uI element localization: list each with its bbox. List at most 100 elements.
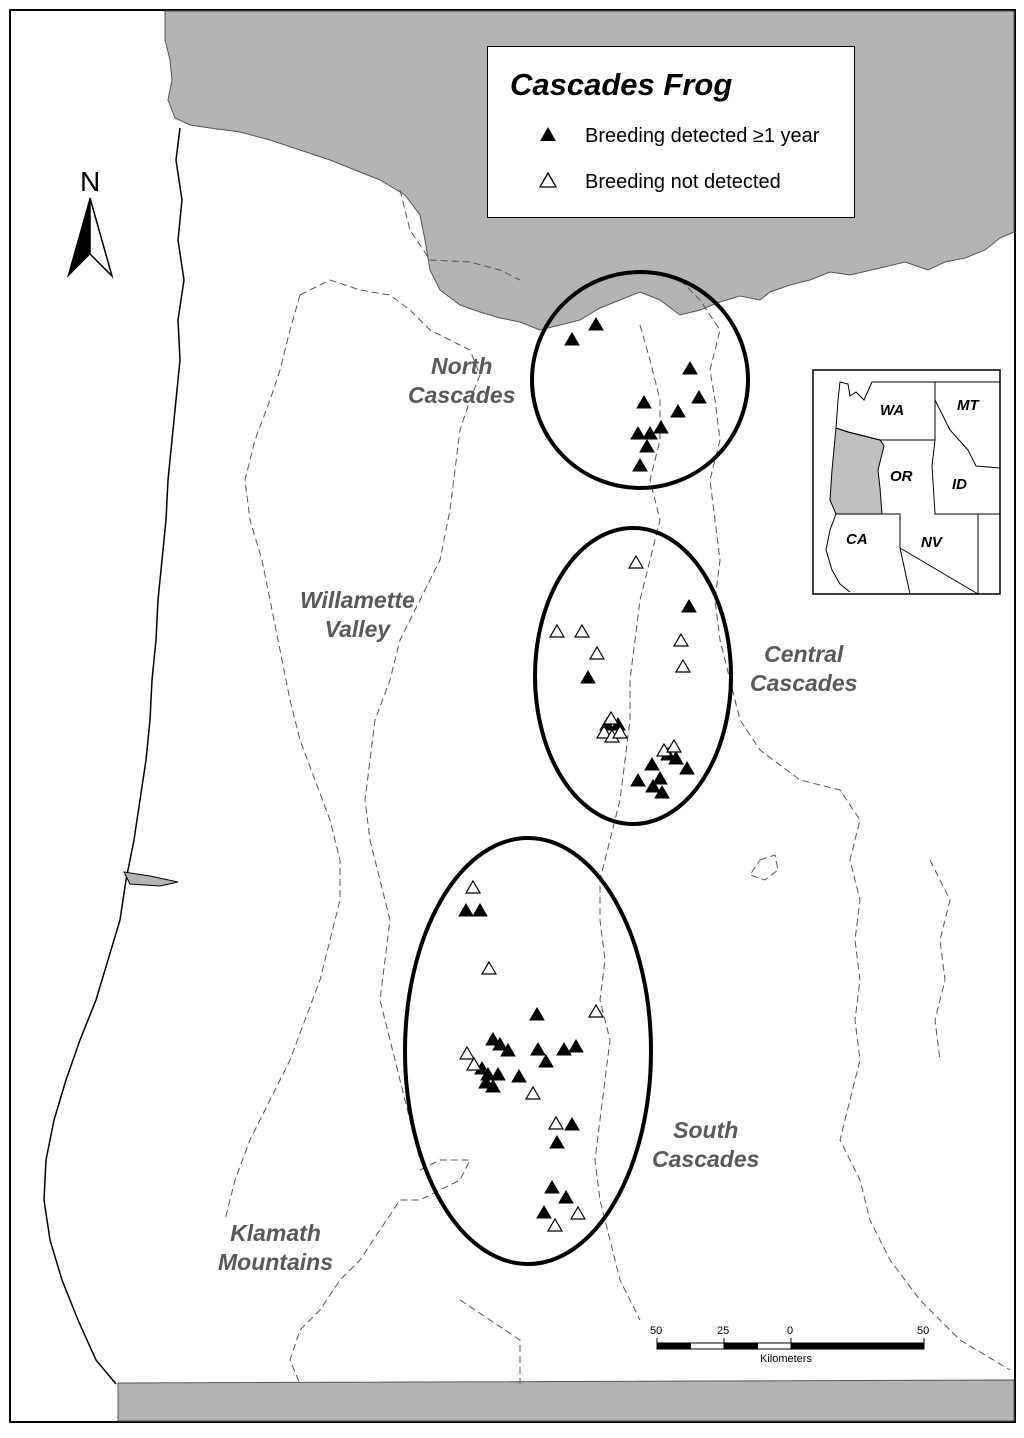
site-detected xyxy=(558,1190,574,1204)
inset-state-label: ID xyxy=(952,476,967,493)
central-cascades-ellipse xyxy=(533,526,733,826)
site-detected xyxy=(511,1069,527,1083)
site-not-detected xyxy=(458,1045,476,1060)
region-line: Cascades xyxy=(652,1146,760,1172)
site-detected xyxy=(653,420,669,434)
site-detected xyxy=(536,1205,552,1219)
region-line: South xyxy=(673,1117,739,1143)
site-detected xyxy=(485,1079,501,1093)
site-detected xyxy=(500,1043,516,1057)
site-not-detected xyxy=(480,960,498,975)
region-label-klamath-mountains: Klamath Mountains xyxy=(218,1219,333,1277)
site-detected xyxy=(632,458,648,472)
region-line: Mountains xyxy=(218,1249,333,1275)
open-triangle-icon xyxy=(538,171,558,188)
not-detected-sites xyxy=(458,554,692,1232)
legend-row-detected: Breeding detected ≥1 year xyxy=(528,125,819,149)
north-cascades-ellipse xyxy=(530,270,750,490)
ecoregion-boundaries xyxy=(224,189,1011,1385)
site-detected xyxy=(654,785,670,799)
site-not-detected xyxy=(573,623,591,638)
site-not-detected xyxy=(595,724,613,739)
inset-state-label: WA xyxy=(880,402,905,419)
site-not-detected xyxy=(602,710,620,725)
scale-unit-label: Kilometers xyxy=(760,1353,812,1365)
site-detected xyxy=(568,1039,584,1053)
site-not-detected xyxy=(611,724,629,739)
site-detected xyxy=(691,390,707,404)
site-detected xyxy=(564,332,580,346)
site-detected xyxy=(682,361,698,375)
site-detected xyxy=(458,903,474,917)
site-detected xyxy=(670,404,686,418)
site-detected xyxy=(645,779,661,793)
site-not-detected xyxy=(547,1115,565,1130)
site-detected xyxy=(530,1042,546,1056)
inset-state-label: MT xyxy=(957,397,979,414)
site-detected xyxy=(556,1042,572,1056)
region-label-willamette-valley: Willamette Valley xyxy=(300,586,415,644)
region-line: Willamette xyxy=(300,587,415,613)
inset-state-label: NV xyxy=(921,534,942,551)
site-detected xyxy=(549,1135,565,1149)
site-not-detected xyxy=(588,645,606,660)
site-detected xyxy=(642,426,658,440)
site-detected xyxy=(529,1007,545,1021)
site-detected xyxy=(639,439,655,453)
region-line: Klamath xyxy=(230,1220,321,1246)
site-detected xyxy=(492,1037,508,1051)
site-detected xyxy=(636,395,652,409)
site-detected xyxy=(478,1075,494,1089)
inset-state-label: CA xyxy=(846,531,868,548)
site-not-detected xyxy=(548,623,566,638)
region-line: Central xyxy=(764,641,844,667)
site-not-detected xyxy=(665,738,683,753)
oregon-coastline xyxy=(43,127,185,1385)
site-not-detected xyxy=(465,1056,483,1071)
region-label-north-cascades: North Cascades xyxy=(408,352,515,410)
scale-tick-label: 50 xyxy=(917,1325,930,1337)
site-detected xyxy=(630,426,646,440)
site-not-detected xyxy=(672,632,690,647)
legend-title: Cascades Frog xyxy=(510,67,733,102)
scale-tick-label: 50 xyxy=(650,1325,663,1337)
site-not-detected xyxy=(587,1003,605,1018)
region-label-south-cascades: South Cascades xyxy=(652,1116,759,1174)
coos-bay xyxy=(123,871,179,887)
site-detected xyxy=(681,599,697,613)
legend-not-detected-label: Breeding not detected xyxy=(585,171,781,193)
region-label-central-cascades: Central Cascades xyxy=(750,640,857,698)
scale-tick-label: 25 xyxy=(717,1325,730,1337)
region-line: Cascades xyxy=(750,670,858,696)
site-detected xyxy=(668,751,684,765)
filled-triangle-icon xyxy=(540,127,556,141)
site-not-detected xyxy=(546,1217,564,1232)
south-cascades-ellipse xyxy=(403,836,653,1266)
site-not-detected xyxy=(674,658,692,673)
site-not-detected xyxy=(524,1085,542,1100)
scale-bar xyxy=(656,1338,925,1350)
site-detected xyxy=(588,317,604,331)
site-detected xyxy=(630,773,646,787)
region-line: Valley xyxy=(324,616,391,642)
region-line: Cascades xyxy=(408,382,516,408)
scale-tick-label: 0 xyxy=(787,1325,794,1337)
region-line: North xyxy=(431,353,493,379)
site-detected xyxy=(544,1180,560,1194)
inset-map xyxy=(812,369,1001,595)
north-arrow-icon xyxy=(66,197,114,279)
site-detected xyxy=(580,670,596,684)
legend-detected-label: Breeding detected ≥1 year xyxy=(585,125,820,147)
site-detected xyxy=(538,1054,554,1068)
site-detected xyxy=(644,757,660,771)
site-not-detected xyxy=(627,554,645,569)
site-detected xyxy=(490,1067,506,1081)
site-detected xyxy=(485,1032,501,1046)
site-detected xyxy=(679,761,695,775)
inset-state-label: OR xyxy=(890,468,913,485)
site-not-detected xyxy=(464,879,482,894)
north-label: N xyxy=(80,166,101,197)
site-detected xyxy=(564,1117,580,1131)
site-detected xyxy=(472,903,488,917)
site-detected xyxy=(652,771,668,785)
